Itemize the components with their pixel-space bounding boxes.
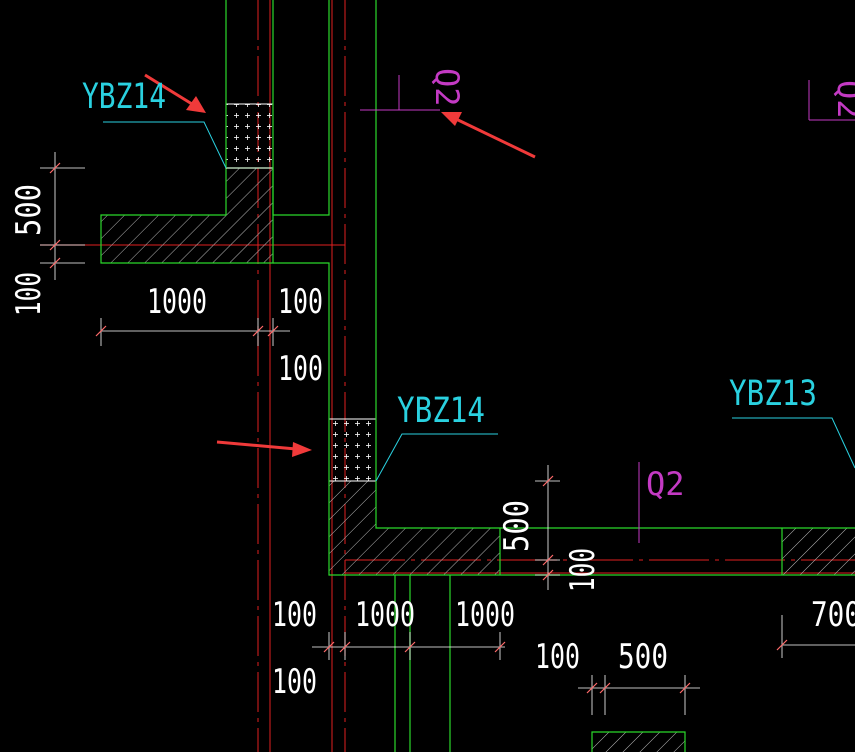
label-ybz14-mid: YBZ14: [397, 391, 485, 431]
leader-ybz14-top: [103, 121, 227, 169]
dimension-ticks: [49, 162, 788, 694]
dim-text-mid-500: 500: [497, 500, 537, 552]
dim-text-bot-1000-b: 1000: [455, 595, 515, 635]
dim-text-left-100: 100: [9, 272, 49, 316]
leader-ybz13: [732, 417, 855, 469]
hatch-top-wall: [100, 167, 274, 264]
dim-text-bot-100-a: 100: [272, 595, 317, 635]
dim-text-top-1000: 1000: [147, 282, 207, 322]
dimension-texts: 500 100 1000 100 100 500 100 100 100 100…: [9, 184, 855, 702]
hatched-walls: [100, 167, 855, 752]
dim-text-bot-1000-a: 1000: [355, 595, 415, 635]
wall-line-b6: [591, 731, 686, 752]
leader-lines: [103, 75, 855, 543]
wall-center-lower: [273, 262, 855, 576]
dim-text-top-100-b: 100: [278, 349, 323, 389]
ybz14-top-column: [225, 103, 274, 169]
arrow-to-ybz14-mid: [216, 440, 312, 457]
dim-text-mid-100: 100: [563, 548, 603, 592]
leader-ybz14-mid: [375, 433, 498, 482]
annotation-arrows: [144, 73, 536, 457]
dim-text-bot-500: 500: [618, 637, 668, 677]
dim-text-bot-700: 700: [811, 595, 855, 635]
hatch-right-wall: [782, 528, 855, 575]
label-q2-mid: Q2: [646, 465, 685, 503]
hatch-bottom-wall: [592, 732, 685, 752]
ybz14-mid-column: [328, 418, 377, 482]
label-ybz14-top: YBZ14: [82, 77, 166, 117]
wall-left-inner: [272, 0, 330, 216]
dim-text-bot-100-b: 100: [272, 662, 317, 702]
label-ybz13: YBZ13: [729, 374, 817, 414]
wall-outlines: [225, 0, 855, 752]
label-q2-top-right: Q2: [830, 80, 855, 119]
dim-text-bot-100-c: 100: [535, 637, 580, 677]
element-labels: YBZ14 YBZ14 YBZ13 Q2 Q2 Q2: [82, 68, 855, 503]
dim-text-left-500: 500: [9, 184, 49, 236]
arrow-to-ybz14-top: [144, 73, 206, 113]
wall-center-outer: [375, 0, 855, 529]
label-q2-top: Q2: [428, 68, 466, 107]
dim-text-top-100-a: 100: [278, 282, 323, 322]
arrow-to-q2-top: [441, 112, 536, 159]
